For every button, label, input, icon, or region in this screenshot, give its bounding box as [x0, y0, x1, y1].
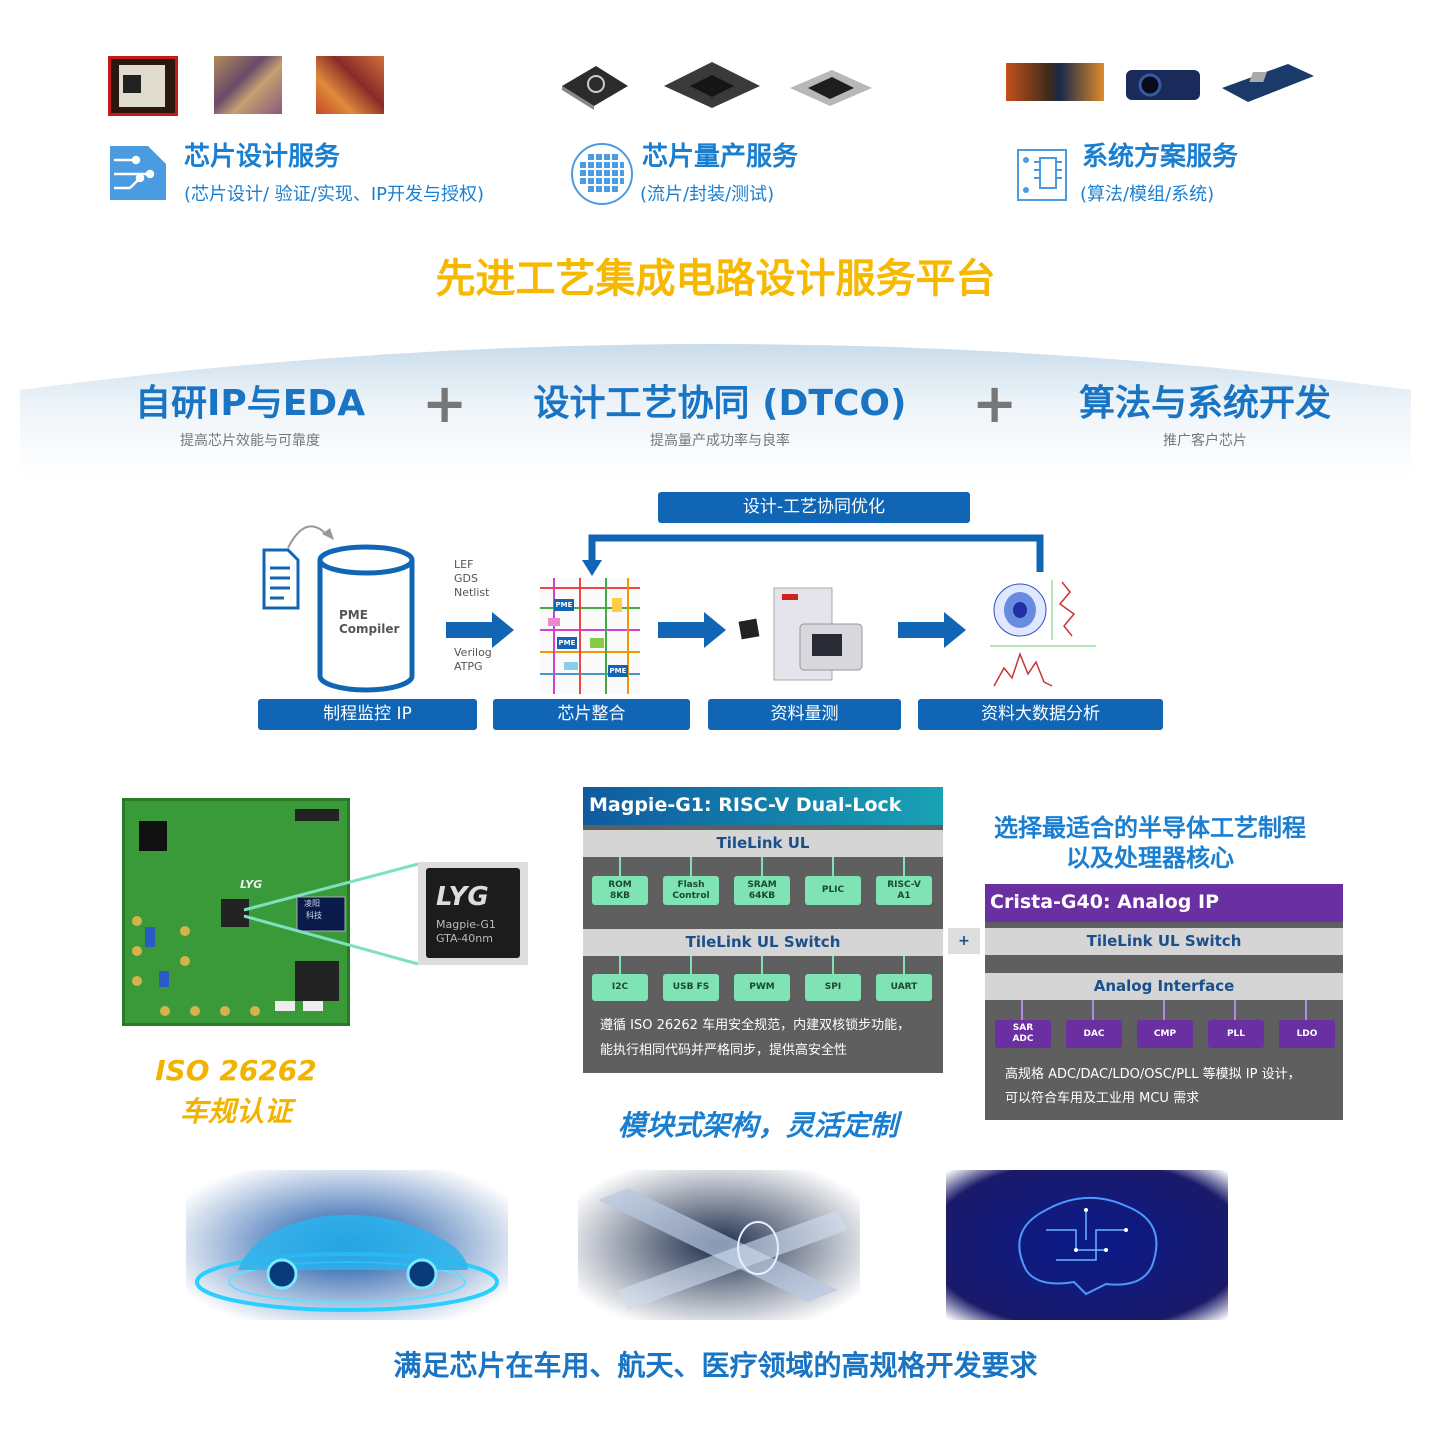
- pcb-module-icon: [1014, 146, 1070, 208]
- io-atpg: ATPG: [454, 660, 483, 673]
- cpu-rom: ROM 8KB: [592, 876, 648, 905]
- cpu-note-line-2: 能执行相同代码并严格同步，提供高安全性: [600, 1043, 848, 1058]
- cpu-plic: PLIC: [805, 876, 861, 905]
- flow-arrow-1: [446, 612, 516, 652]
- svc-title-design: 芯片设计服务: [184, 142, 341, 172]
- package-qfp: [786, 62, 876, 110]
- medical-ai-image: [946, 1170, 1228, 1320]
- svc-sub-design: (芯片设计/ 验证/实现、IP开发与授权): [184, 184, 485, 205]
- pillar-title-dtco: 设计工艺协同 (DTCO): [533, 383, 907, 424]
- package-qfn: [556, 60, 634, 112]
- compiler-database-icon: [316, 544, 416, 698]
- pme-tag-3: PME: [608, 665, 628, 677]
- document-icon: [262, 548, 300, 614]
- analog-note-line-1: 高规格 ADC/DAC/LDO/OSC/PLL 等模拟 IP 设计，: [1005, 1067, 1301, 1082]
- cpu-bus-tilelink: TileLink UL: [583, 830, 943, 857]
- pillar-title-ip-eda: 自研IP与EDA: [134, 383, 366, 424]
- io-lef: LEF: [454, 558, 474, 571]
- cpu-uart: UART: [876, 974, 932, 1001]
- select-text-line-1: 选择最适合的半导体工艺制程: [994, 814, 1306, 842]
- die-photo-2: [214, 56, 282, 114]
- board-silk-logo: LYG: [240, 878, 263, 891]
- measurement-equipment-image: [738, 584, 870, 694]
- chip-name: Magpie-G1: [436, 918, 496, 931]
- pillar-title-algorithm: 算法与系统开发: [1078, 383, 1331, 424]
- select-text-line-2: 以及处理器核心: [1066, 844, 1234, 872]
- svc-sub-system: (算法/模组/系统): [1080, 184, 1215, 205]
- flow-arrow-2: [658, 612, 728, 652]
- analog-sar-adc: SAR ADC: [995, 1020, 1051, 1048]
- svc-title-system: 系统方案服务: [1082, 142, 1239, 172]
- cpu-riscv-core: RISC-V A1: [876, 876, 932, 905]
- cpu-sram: SRAM 64KB: [734, 876, 790, 905]
- cpu-pwm: PWM: [734, 974, 790, 1001]
- stage-chip-integration: 芯片整合: [493, 699, 690, 730]
- dome-band: [0, 318, 1431, 478]
- zoom-lines: [240, 860, 430, 970]
- iso-line-1: ISO 26262: [155, 1054, 317, 1087]
- cpu-bus1-stubs: [583, 857, 943, 877]
- chip-brand: LYG: [436, 882, 489, 912]
- cpu-note-line-1: 遵循 ISO 26262 车用安全规范，内建双核锁步功能，: [600, 1018, 911, 1033]
- stage-big-data-analysis: 资料大数据分析: [918, 699, 1163, 730]
- pillar-sub-algorithm: 推广客户芯片: [1163, 433, 1247, 449]
- cpu-title: Magpie-G1: RISC-V Dual-Lock CPU: [583, 787, 943, 852]
- io-netlist: Netlist: [454, 586, 490, 599]
- die-photo-1: [108, 56, 178, 116]
- plus-sign-1: +: [422, 372, 468, 435]
- system-photo-board: [1218, 58, 1318, 106]
- cpu-i2c: I2C: [592, 974, 648, 1001]
- cpu-usb-fs: USB FS: [663, 974, 719, 1001]
- die-photo-3: [316, 56, 384, 114]
- stage-process-monitor-ip: 制程监控 IP: [258, 699, 477, 730]
- main-title: 先进工艺集成电路设计服务平台: [435, 256, 996, 302]
- pme-tag-1: PME: [554, 599, 574, 611]
- aerospace-image: [578, 1170, 860, 1320]
- oled-line-1: 凌阳: [304, 899, 320, 908]
- automotive-image: [186, 1170, 508, 1320]
- cpu-flash-control: Flash Control: [663, 876, 719, 905]
- analog-interface: Analog Interface: [985, 973, 1343, 1000]
- io-verilog: Verilog: [454, 646, 492, 659]
- chip-process: GTA-40nm: [436, 932, 493, 945]
- compiler-label-1: PME: [339, 608, 368, 622]
- stage-data-measurement: 资料量测: [708, 699, 901, 730]
- package-bga: [660, 58, 764, 112]
- analog-pll: PLL: [1208, 1020, 1264, 1048]
- loop-arrow: [580, 530, 1050, 580]
- io-gds: GDS: [454, 572, 478, 585]
- dtco-loop-label: 设计-工艺协同优化: [658, 492, 970, 523]
- analog-stubs: [985, 1000, 1343, 1020]
- analog-dac: DAC: [1066, 1020, 1122, 1048]
- analog-note-line-2: 可以符合车用及工业用 MCU 需求: [1005, 1091, 1200, 1106]
- svc-title-production: 芯片量产服务: [642, 142, 799, 172]
- chip-closeup: [418, 862, 528, 965]
- system-photo-1: [1006, 63, 1104, 101]
- oled-line-2: 科技: [306, 911, 322, 920]
- analog-bus-switch: TileLink UL Switch: [985, 928, 1343, 955]
- pme-tag-2: PME: [557, 637, 577, 649]
- plus-sign-2: +: [972, 372, 1018, 435]
- wafer-icon: [570, 142, 634, 210]
- flow-arrow-3: [898, 612, 968, 652]
- modular-caption: 模块式架构，灵活定制: [617, 1109, 898, 1142]
- analog-title: Crista-G40: Analog IP: [985, 884, 1343, 922]
- pillar-sub-ip-eda: 提高芯片效能与可靠度: [180, 433, 320, 449]
- cpu-bus2-stubs: [583, 956, 943, 976]
- system-photo-camera: [1120, 60, 1206, 106]
- refresh-arrow-icon: [282, 516, 338, 554]
- analog-cmp: CMP: [1137, 1020, 1193, 1048]
- iso-line-2: 车规认证: [179, 1095, 292, 1128]
- compiler-label-2: Compiler: [339, 622, 400, 636]
- connector-plus: +: [948, 928, 980, 954]
- cpu-spi: SPI: [805, 974, 861, 1001]
- footer-caption: 满足芯片在车用、航天、医疗领域的高规格开发要求: [393, 1349, 1038, 1382]
- circuit-board-icon: [108, 144, 168, 206]
- svc-sub-production: (流片/封装/测试): [640, 184, 775, 205]
- analog-ldo: LDO: [1279, 1020, 1335, 1048]
- data-analysis-image: [990, 578, 1096, 690]
- cpu-bus-switch: TileLink UL Switch: [583, 929, 943, 956]
- pillar-sub-dtco: 提高量产成功率与良率: [650, 433, 790, 449]
- dev-board-image: [122, 798, 350, 1026]
